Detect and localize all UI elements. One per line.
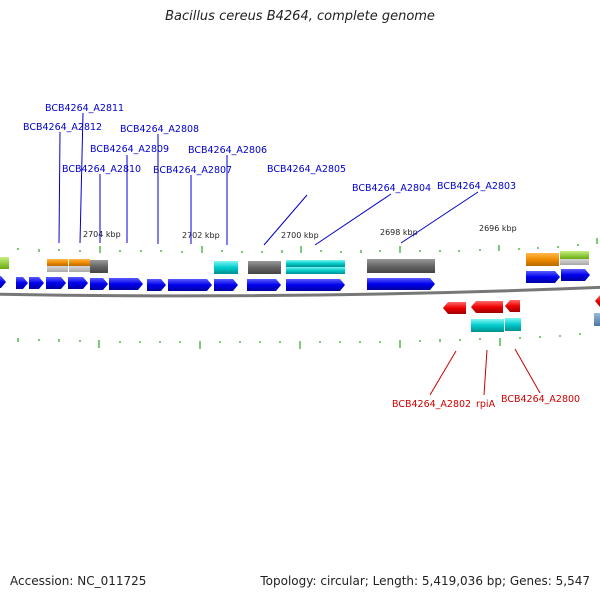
cog-box[interactable] [367, 259, 435, 273]
gene-label[interactable]: BCB4264_A2806 [188, 145, 267, 156]
cog-track-forward [0, 251, 589, 274]
reverse-gene-labels: BCB4264_A2802 rpiA BCB4264_A2800 [392, 348, 580, 410]
scale-label: 2698 kbp [380, 228, 418, 237]
forward-cds-arrow[interactable] [247, 279, 281, 291]
scale-label: 2704 kbp [83, 230, 121, 239]
gene-label[interactable]: BCB4264_A2804 [352, 183, 431, 194]
cds-track-forward [0, 269, 590, 291]
gene-label[interactable]: BCB4264_A2811 [45, 103, 124, 114]
forward-cds-arrow[interactable] [561, 269, 590, 281]
gene-label[interactable]: BCB4264_A2810 [62, 164, 141, 175]
accession-text: Accession: NC_011725 [10, 574, 147, 588]
forward-cds-arrow[interactable] [0, 276, 6, 288]
outer-tick-ring [17, 238, 598, 253]
gene-label[interactable]: rpiA [476, 399, 496, 410]
gene-label[interactable]: BCB4264_A2809 [90, 144, 169, 155]
cog-box[interactable] [47, 266, 68, 272]
forward-cds-arrow[interactable] [16, 277, 28, 289]
forward-cds-arrow[interactable] [147, 279, 166, 291]
forward-cds-arrow[interactable] [29, 277, 44, 289]
scale-label: 2702 kbp [182, 231, 220, 240]
cog-box[interactable] [248, 261, 281, 274]
forward-cds-arrow[interactable] [286, 279, 345, 291]
cog-box[interactable] [90, 260, 108, 273]
cog-box[interactable] [560, 259, 589, 265]
map-title: Bacillus cereus B4264, complete genome [165, 9, 435, 24]
reverse-cds-arrow[interactable] [471, 301, 503, 313]
cog-track-reverse [471, 313, 600, 332]
forward-cds-arrow[interactable] [526, 271, 560, 283]
cog-box[interactable] [286, 267, 345, 274]
reverse-cds-arrow[interactable] [443, 302, 466, 314]
gene-label[interactable]: BCB4264_A2803 [437, 181, 516, 192]
forward-cds-arrow[interactable] [46, 277, 66, 289]
scale-labels: 2704 kbp 2702 kbp 2700 kbp 2698 kbp 2696… [83, 224, 517, 240]
cog-box[interactable] [0, 257, 9, 269]
cog-box[interactable] [214, 261, 238, 274]
gene-label[interactable]: BCB4264_A2808 [120, 124, 199, 135]
forward-gene-labels: BCB4264_A2811 BCB4264_A2812 BCB4264_A280… [23, 103, 516, 246]
cog-box[interactable] [69, 259, 90, 266]
cog-box[interactable] [505, 318, 521, 331]
scale-label: 2696 kbp [479, 224, 517, 233]
cog-box[interactable] [526, 253, 559, 266]
reverse-cds-arrow[interactable] [505, 300, 520, 312]
gene-label[interactable]: BCB4264_A2800 [501, 394, 580, 405]
forward-cds-arrow[interactable] [68, 277, 88, 289]
forward-cds-arrow[interactable] [168, 279, 212, 291]
forward-cds-arrow[interactable] [90, 278, 108, 290]
cog-box[interactable] [286, 260, 345, 267]
cog-box[interactable] [69, 266, 90, 272]
scale-label: 2700 kbp [281, 231, 319, 240]
cog-box[interactable] [471, 319, 504, 332]
reverse-cds-arrow[interactable] [595, 295, 600, 307]
gene-label[interactable]: BCB4264_A2812 [23, 122, 102, 133]
cds-track-reverse [443, 295, 600, 314]
cog-box[interactable] [560, 251, 589, 259]
gene-label[interactable]: BCB4264_A2805 [267, 164, 346, 175]
cog-box[interactable] [47, 259, 68, 266]
gene-label[interactable]: BCB4264_A2807 [153, 165, 232, 176]
genome-backbone [0, 285, 600, 298]
inner-tick-ring [17, 333, 581, 349]
forward-cds-arrow[interactable] [214, 279, 238, 291]
cog-box[interactable] [594, 313, 600, 326]
forward-cds-arrow[interactable] [367, 278, 435, 290]
genome-summary-text: Topology: circular; Length: 5,419,036 bp… [260, 574, 590, 588]
forward-cds-arrow[interactable] [109, 278, 143, 290]
gene-label[interactable]: BCB4264_A2802 [392, 399, 471, 410]
